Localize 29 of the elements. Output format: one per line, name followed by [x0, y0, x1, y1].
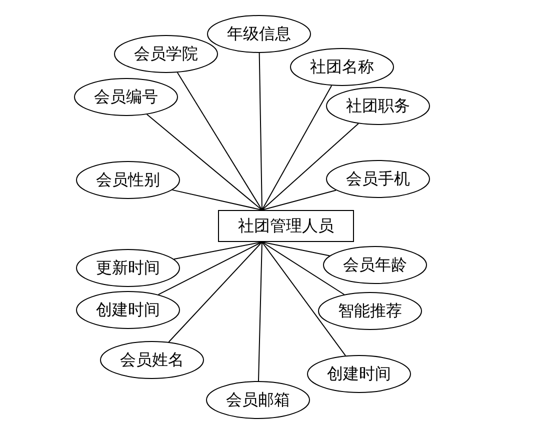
connector-line — [262, 242, 330, 256]
connector-line — [262, 190, 337, 210]
connector-line — [146, 114, 262, 210]
attribute-ellipse: 创建时间 — [76, 291, 180, 329]
attribute-ellipse: 会员学院 — [114, 35, 218, 73]
connector-line — [158, 242, 262, 296]
attribute-ellipse: 会员性别 — [76, 161, 180, 199]
connector-line — [262, 242, 345, 295]
connector-line — [172, 189, 262, 210]
attribute-ellipse: 会员姓名 — [100, 341, 204, 379]
connector-line — [258, 52, 262, 210]
connector-line — [173, 242, 262, 260]
attribute-ellipse: 会员编号 — [74, 78, 178, 116]
attribute-ellipse: 会员邮箱 — [206, 381, 310, 419]
attribute-ellipse: 更新时间 — [76, 249, 180, 287]
connector-line — [176, 72, 262, 210]
attribute-ellipse: 社团职务 — [326, 87, 430, 125]
connector-line — [262, 123, 359, 210]
attribute-ellipse: 创建时间 — [307, 355, 411, 393]
attribute-ellipse: 社团名称 — [290, 48, 394, 86]
connector-line — [262, 242, 346, 356]
connector-line — [262, 85, 332, 210]
entity-box: 社团管理人员 — [218, 210, 354, 242]
connector-line — [168, 242, 262, 343]
attribute-ellipse: 智能推荐 — [318, 292, 422, 330]
connector-line — [258, 242, 262, 382]
attribute-ellipse: 年级信息 — [207, 15, 311, 53]
attribute-ellipse: 会员手机 — [326, 160, 430, 198]
attribute-ellipse: 会员年龄 — [323, 246, 427, 284]
